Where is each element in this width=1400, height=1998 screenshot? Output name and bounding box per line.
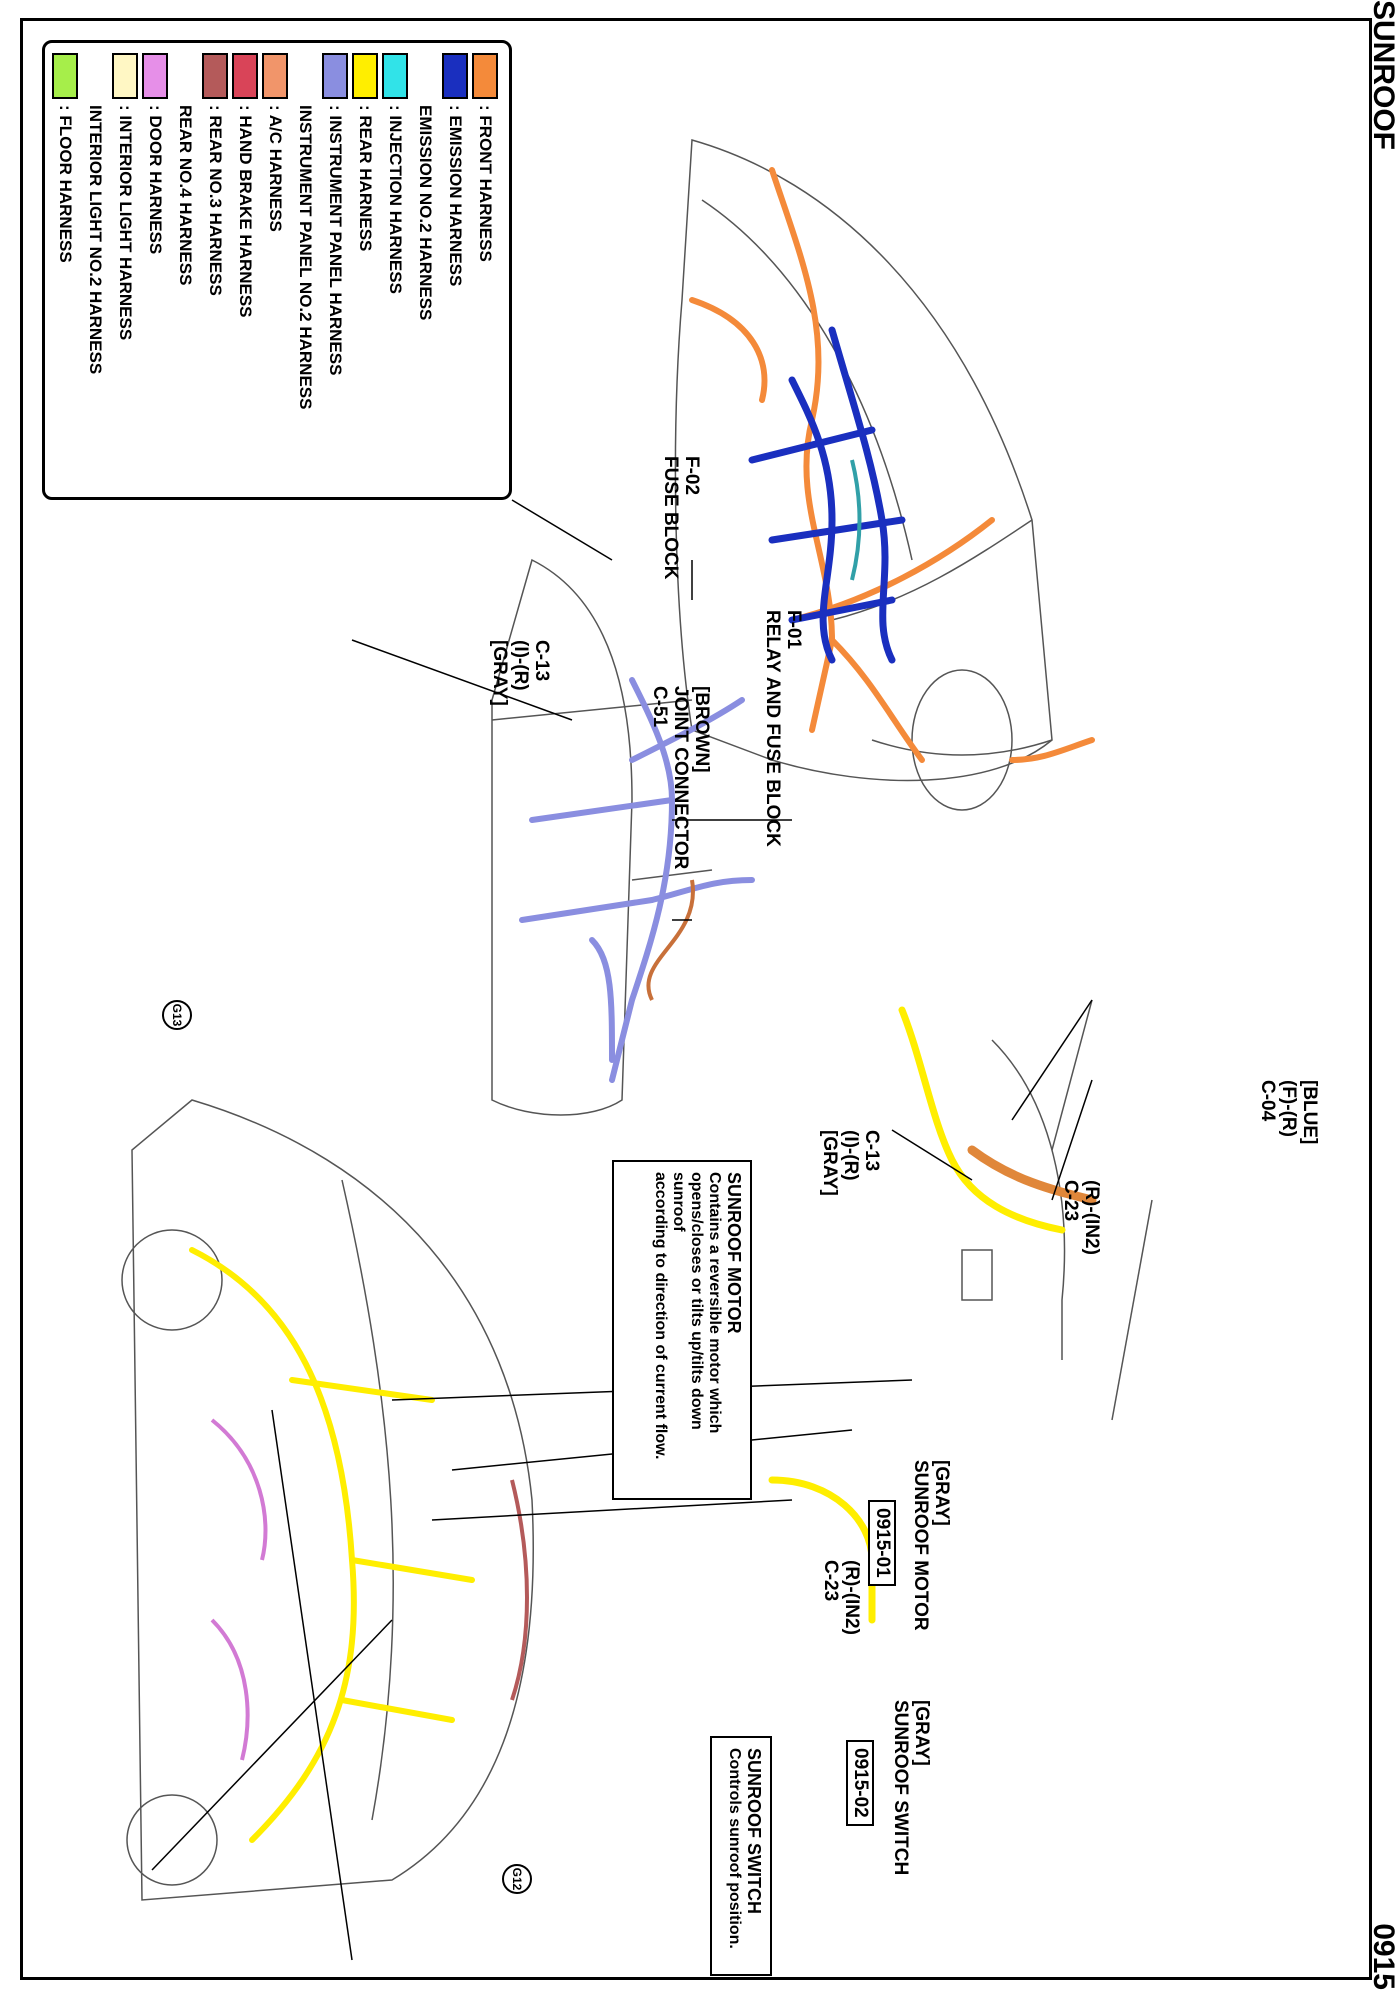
ground-g13: G13 (162, 1000, 192, 1030)
rear-harness-body (189, 1247, 475, 1843)
label-c13-ip: C-13(I)-(R)[GRAY] (489, 640, 552, 706)
note-line: according to direction of current flow. (652, 1172, 669, 1460)
label-line: C-13 (861, 1130, 882, 1172)
label-line: (I)-(R) (510, 640, 531, 691)
instrument-panel-harness (519, 677, 755, 1083)
note-sunroof-switch: SUNROOF SWITCH Controls sunroof position… (710, 1736, 772, 1976)
label-c23-roof: (R)-(IN2)C-23 (1060, 1180, 1102, 1255)
note-sunroof-motor-heading: SUNROOF MOTOR (724, 1172, 744, 1334)
label-sunroof-switch: [GRAY]SUNROOF SWITCH (890, 1700, 932, 1875)
label-sunroof-motor: [GRAY]SUNROOF MOTOR (910, 1460, 952, 1631)
label-line: JOINT CONNECTOR (670, 686, 691, 870)
ac-harness-ip (646, 879, 695, 1001)
label-line: C-51 (649, 686, 670, 728)
code-sunroof-motor: 0915-01 (868, 1500, 896, 1586)
label-line: [BROWN] (691, 686, 712, 773)
label-line: SUNROOF MOTOR (910, 1460, 931, 1631)
label-line: F-02 (681, 456, 702, 496)
label-line: [BLUE] (1299, 1080, 1320, 1145)
rear-no3-harness-body (510, 1479, 529, 1701)
label-line: SUNROOF SWITCH (890, 1700, 911, 1876)
label-line: C-23 (820, 1560, 841, 1602)
door-harness-body (210, 1418, 268, 1761)
front-harness-engine (689, 167, 1095, 763)
label-line: (R)-(IN2) (1081, 1180, 1102, 1255)
note-line: Controls sunroof position. (726, 1748, 743, 1949)
injection-harness-engine (850, 459, 862, 581)
label-line: C-23 (1060, 1180, 1081, 1222)
note-sunroof-switch-heading: SUNROOF SWITCH (744, 1748, 764, 1914)
label-line: [GRAY] (911, 1700, 932, 1766)
roof-harness-orange (967, 1145, 1097, 1205)
label-line: FUSE BLOCK (660, 456, 681, 580)
vehicle-body-view (121, 1099, 534, 1901)
note-line: opens/closes or tilts up/tilts down sunr… (670, 1172, 705, 1430)
label-c13-roof: C-13(I)-(R)[GRAY] (819, 1130, 882, 1196)
engine-room-view (674, 139, 1053, 811)
label-line: C-13 (531, 640, 552, 682)
code-sunroof-switch: 0915-02 (846, 1740, 874, 1826)
instrument-panel-view (491, 558, 713, 1116)
label-line: [GRAY] (489, 640, 510, 706)
roof-interior-view (961, 999, 1153, 1421)
note-sunroof-motor: SUNROOF MOTOR Contains a reversible moto… (612, 1160, 752, 1500)
label-c23-body: (R)-(IN2)C-23 (820, 1560, 862, 1635)
label-line: (I)-(R) (840, 1130, 861, 1181)
label-line: [GRAY] (819, 1130, 840, 1196)
label-line: (R)-(IN2) (841, 1560, 862, 1635)
label-line: C-04 (1257, 1080, 1278, 1122)
ground-g12: G12 (502, 1864, 532, 1894)
label-line: RELAY AND FUSE BLOCK (762, 610, 783, 847)
emission-harness-engine (748, 326, 906, 664)
note-line: Contains a reversible motor which (706, 1172, 723, 1434)
label-line: [GRAY] (931, 1460, 952, 1526)
note-sunroof-switch-text: Controls sunroof position. (725, 1748, 743, 1964)
label-line: F-01 (783, 610, 804, 650)
label-c04: [BLUE](F)-(R)C-04 (1257, 1080, 1320, 1144)
label-line: (F)-(R) (1278, 1080, 1299, 1137)
